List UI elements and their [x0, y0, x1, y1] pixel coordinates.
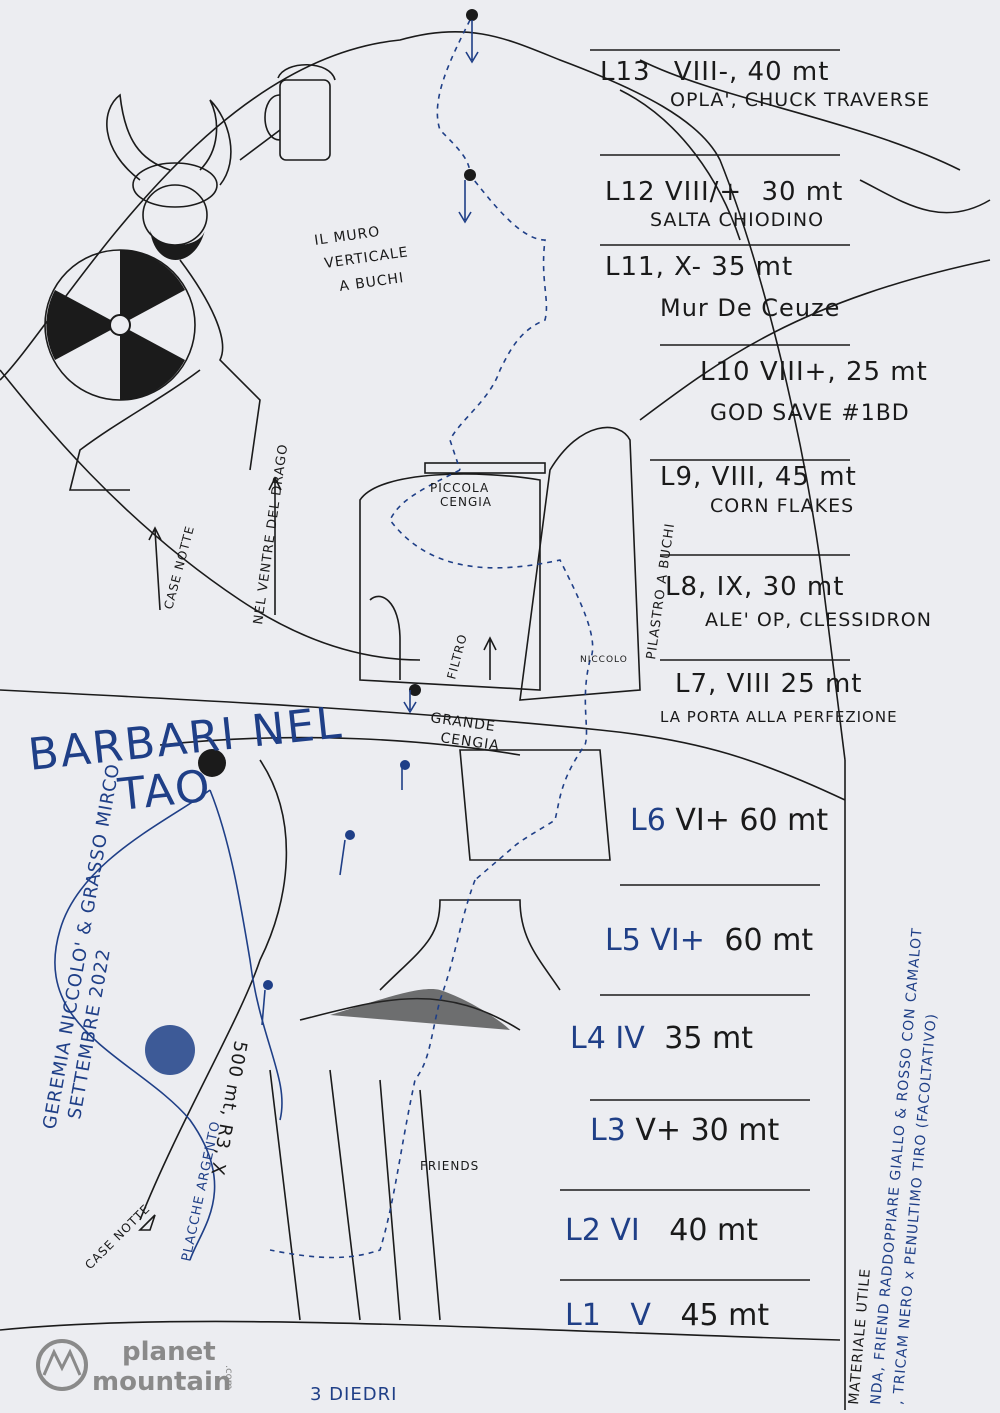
label-grande-cengia-1: GRANDE	[429, 710, 496, 735]
pitch-l11-name: Mur De Ceuze	[660, 294, 840, 322]
pitch-labels: L13 VIII-, 40 mt OPLA', CHUCK TRAVERSE L…	[565, 57, 932, 1333]
label-diedri: 3 DIEDRI	[310, 1384, 397, 1405]
planetmountain-logo: planet mountain .com	[36, 1337, 234, 1397]
label-muro-2: VERTICALE	[323, 244, 409, 272]
side-arrows	[148, 476, 497, 680]
logo-mountain: mountain	[92, 1367, 231, 1397]
pitch-l8: L8, IX, 30 mt ALE' OP, CLESSIDRON	[665, 572, 932, 631]
pitch-l5-spec: L5 VI+ 60 mt	[605, 923, 813, 958]
pitch-l13: L13 VIII-, 40 mt OPLA', CHUCK TRAVERSE	[600, 57, 930, 111]
tao-curve	[54, 749, 283, 1261]
route-title-line2: TAO	[115, 760, 214, 821]
pitch-l11-spec: L11, X- 35 mt	[605, 252, 793, 282]
label-muro-3: A BUCHI	[338, 270, 405, 295]
logo-circle-icon	[36, 1339, 88, 1391]
material-note: MATERIALE UTILE NDA, FRIEND RADDOPPIARE …	[846, 927, 940, 1406]
pitch-l3: L3 V+ 30 mt	[590, 1113, 780, 1148]
viking-drawing	[44, 63, 336, 491]
pitch-l12-spec: L12 VIII/+ 30 mt	[605, 177, 843, 207]
pitch-l1-spec: L1 V 45 mt	[565, 1298, 769, 1333]
logo-suffix: .com	[223, 1365, 234, 1390]
pitch-l2-spec: L2 VI 40 mt	[565, 1213, 758, 1248]
pitch-l13-name: OPLA', CHUCK TRAVERSE	[670, 89, 930, 111]
pitch-l8-name: ALE' OP, CLESSIDRON	[705, 609, 932, 631]
label-case-notte-top: CASE NOTTE	[161, 524, 197, 611]
label-filtro: FILTRO	[444, 632, 470, 681]
pitch-l7-spec: L7, VIII 25 mt	[675, 669, 863, 699]
route-upper	[269, 19, 594, 1259]
pitch-l7: L7, VIII 25 mt LA PORTA ALLA PERFEZIONE	[660, 669, 898, 726]
pitch-l12: L12 VIII/+ 30 mt SALTA CHIODINO	[605, 177, 843, 231]
pitch-l6: L6 VI+ 60 mt	[630, 803, 828, 838]
pitch-l4-spec: L4 IV 35 mt	[570, 1021, 753, 1056]
label-niccolo: NICCOLO	[580, 655, 628, 665]
pitch-dividers	[560, 49, 850, 1410]
pitch-l5: L5 VI+ 60 mt	[605, 923, 813, 958]
pitch-l9-name: CORN FLAKES	[710, 495, 854, 517]
label-friends: FRIENDS	[420, 1159, 479, 1173]
route-title: BARBARI NEL TAO	[26, 697, 346, 821]
pitch-l9-spec: L9, VIII, 45 mt	[660, 462, 857, 492]
logo-planet: planet	[122, 1337, 216, 1367]
pitch-l8-spec: L8, IX, 30 mt	[665, 572, 844, 602]
label-piccola-cengia-2: CENGIA	[440, 495, 492, 509]
pitch-l3-spec: L3 V+ 30 mt	[590, 1113, 780, 1148]
label-piccola-cengia-1: PICCOLA	[430, 481, 489, 495]
rappel-arrows	[138, 9, 479, 1231]
label-muro-1: IL MURO	[313, 224, 381, 249]
label-ventre: NEL VENTRE DEL DRAGO	[251, 443, 291, 626]
shadow-hatch	[330, 989, 510, 1030]
pitch-l10-spec: L10 VIII+, 25 mt	[700, 357, 928, 387]
pitch-l11: L11, X- 35 mt Mur De Ceuze	[605, 252, 840, 322]
pitch-l6-spec: L6 VI+ 60 mt	[630, 803, 828, 838]
pitch-l4: L4 IV 35 mt	[570, 1021, 753, 1056]
mountain-outline	[0, 30, 991, 1341]
pitch-l2: L2 VI 40 mt	[565, 1213, 758, 1248]
pitch-l7-name: LA PORTA ALLA PERFEZIONE	[660, 708, 898, 726]
pitch-l13-spec: L13 VIII-, 40 mt	[600, 57, 829, 87]
pitch-l10: L10 VIII+, 25 mt GOD SAVE #1BD	[700, 357, 928, 426]
label-placche: PLACCHE ARGENTO	[179, 1119, 223, 1262]
credits: GEREMIA NICCOLO' & GRASSO MIRCO SETTEMBR…	[39, 762, 251, 1178]
pitch-l10-name: GOD SAVE #1BD	[710, 401, 910, 426]
label-case-notte-bottom: CASE NOTTE	[82, 1201, 153, 1272]
pitch-l9: L9, VIII, 45 mt CORN FLAKES	[660, 462, 857, 517]
pitch-l12-name: SALTA CHIODINO	[650, 209, 824, 231]
pitch-l1: L1 V 45 mt	[565, 1298, 769, 1333]
